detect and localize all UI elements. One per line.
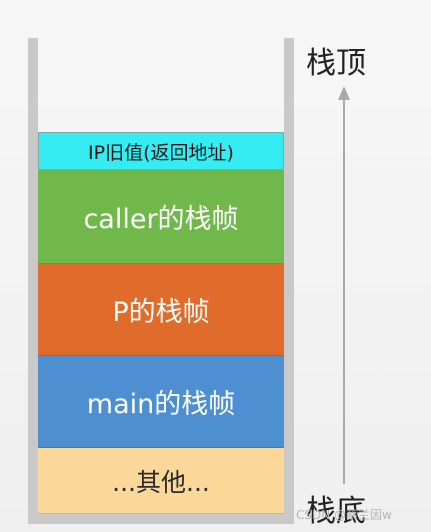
frame-p: P的栈帧 xyxy=(38,264,284,356)
stack-top-label: 栈顶 xyxy=(306,46,366,81)
frame-return-address: IP旧值(返回地址) xyxy=(38,132,284,170)
frame-caller: caller的栈帧 xyxy=(38,170,284,264)
watermark: CSDN @蔡兰因w xyxy=(296,508,392,522)
stack-right-wall xyxy=(284,38,294,524)
frame-label: ...其他... xyxy=(112,467,210,497)
stack-bottom-label: 栈底 xyxy=(306,494,366,529)
frame-label: P的栈帧 xyxy=(112,297,210,328)
frame-other: ...其他... xyxy=(38,448,284,514)
frame-label: main的栈帧 xyxy=(86,389,236,420)
frame-main: main的栈帧 xyxy=(38,356,284,448)
arrow-up-icon xyxy=(338,86,350,484)
frame-label: IP旧值(返回地址) xyxy=(88,141,234,164)
stack-left-wall xyxy=(28,38,38,524)
stack-bottom-wall xyxy=(28,514,294,524)
frame-label: caller的栈帧 xyxy=(83,204,239,235)
